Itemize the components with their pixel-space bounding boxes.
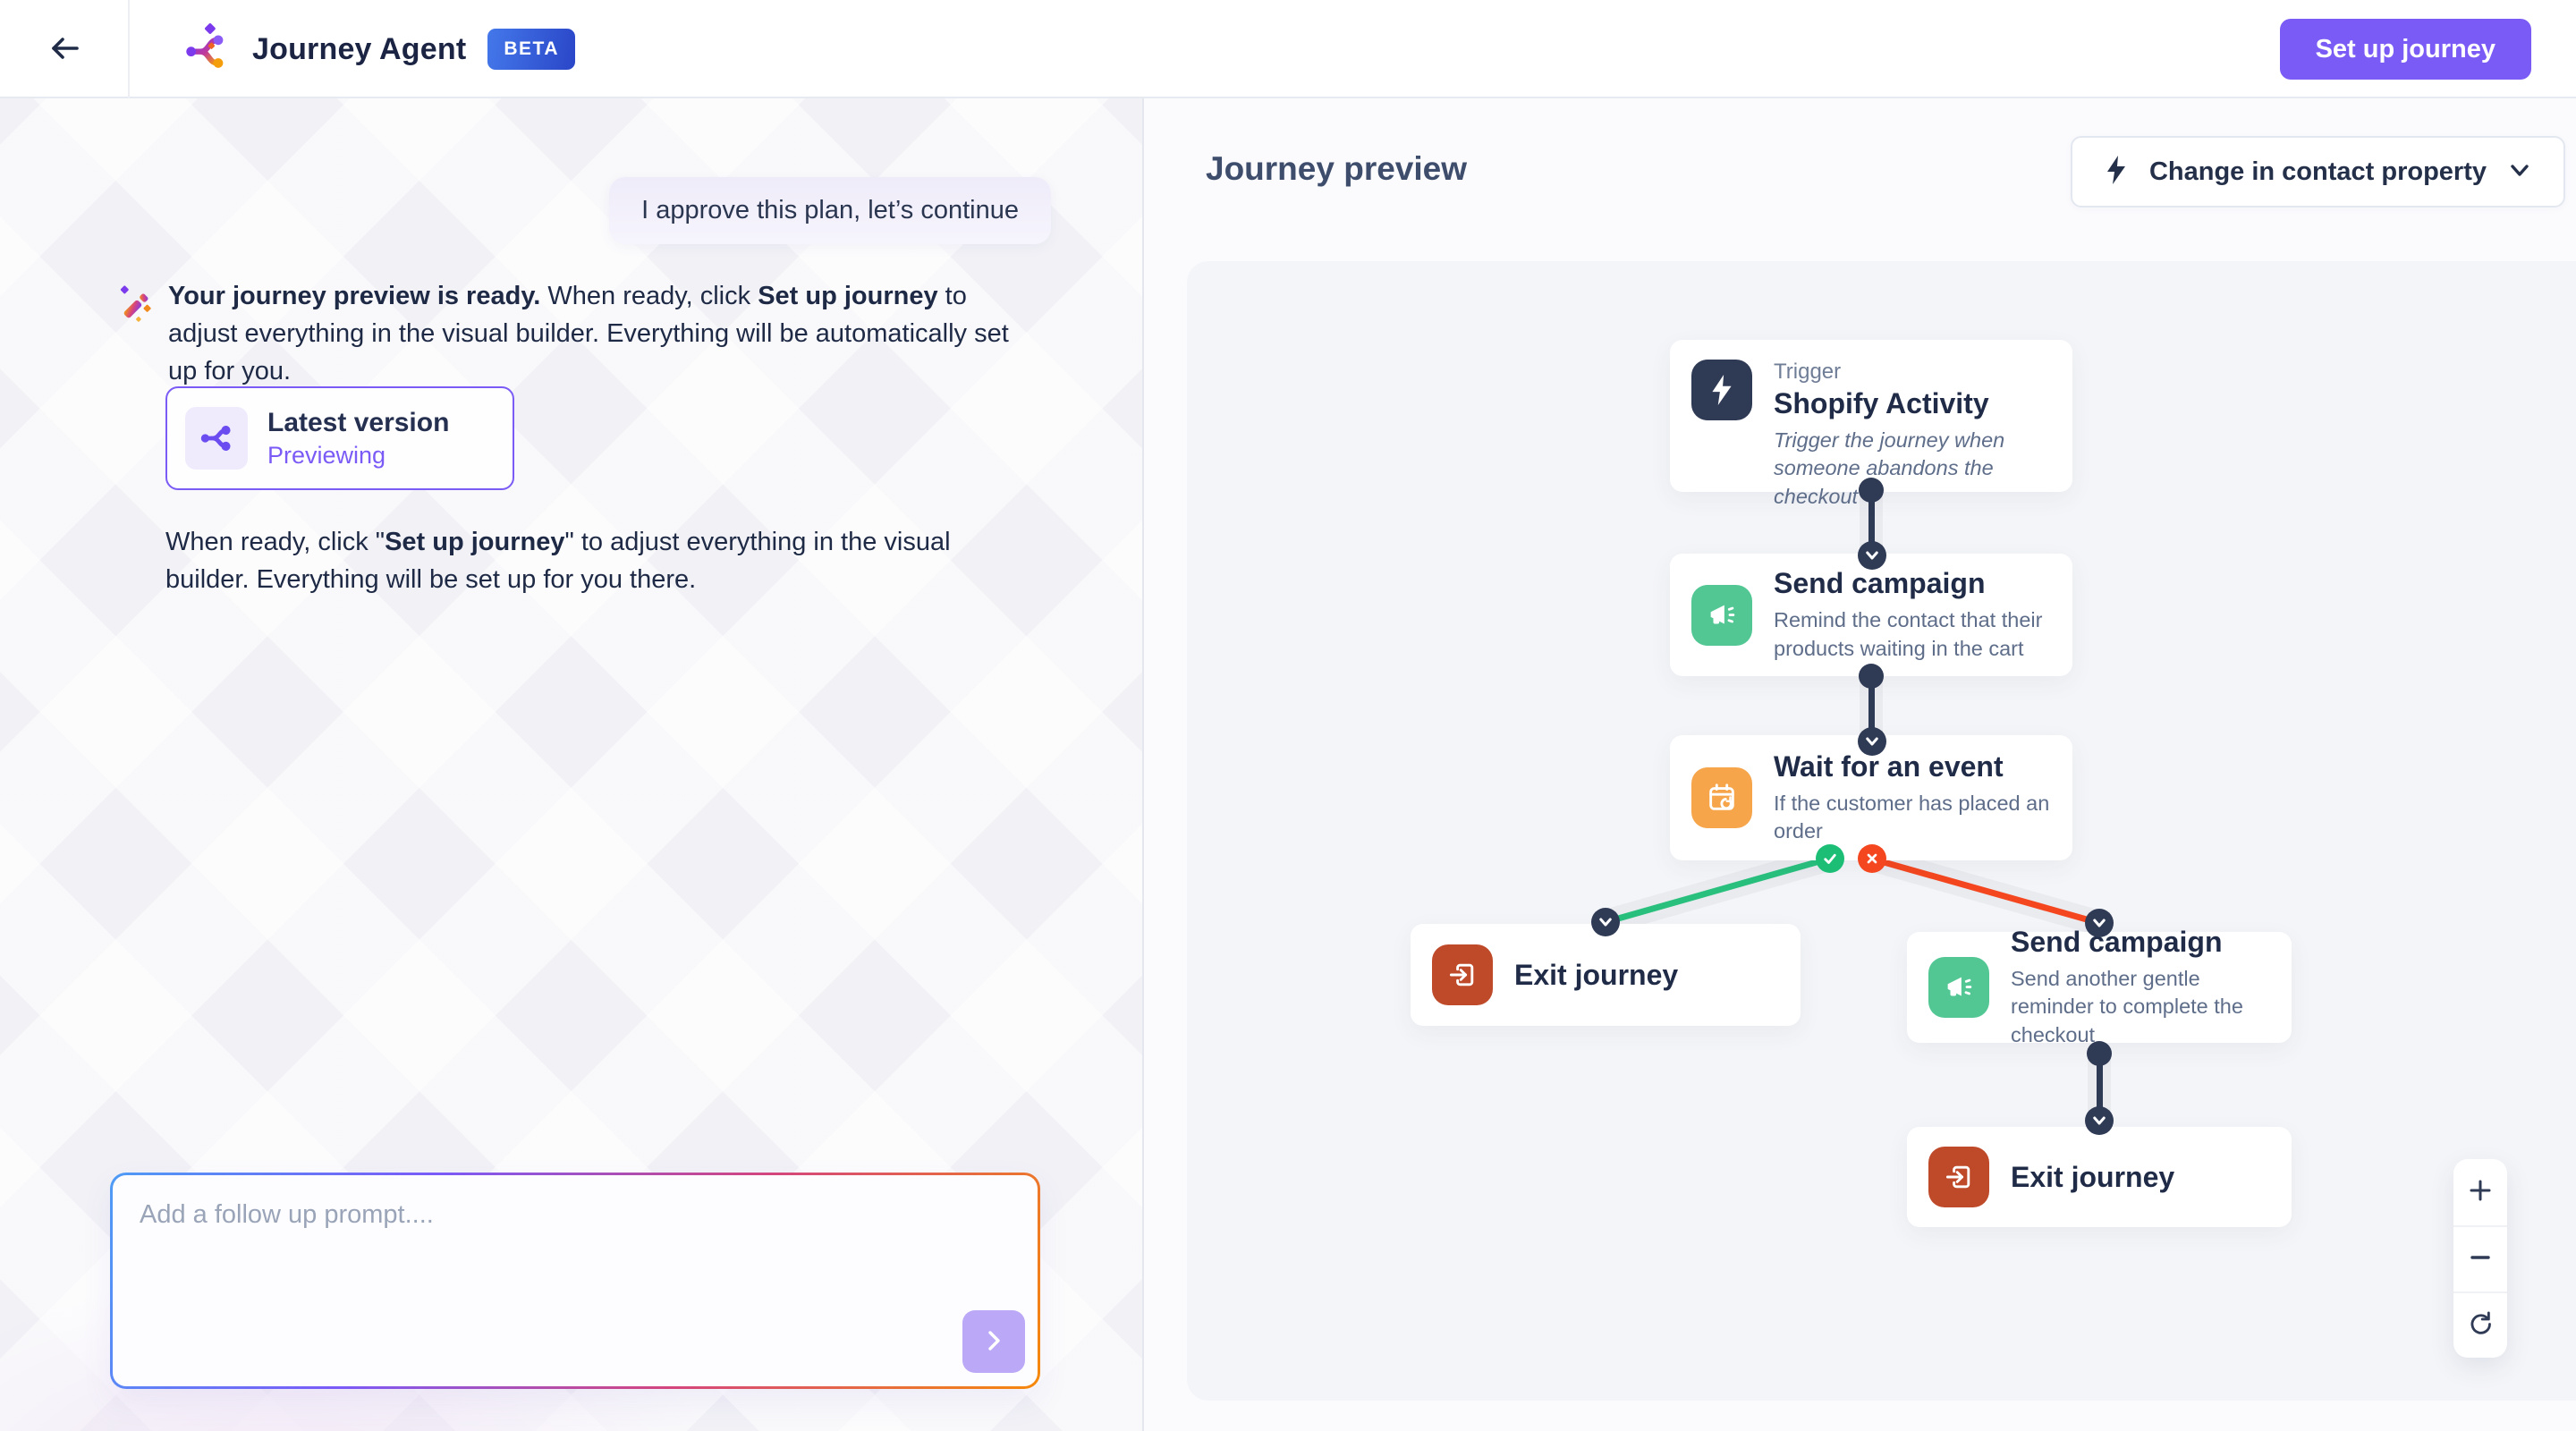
version-title: Latest version (267, 407, 450, 437)
minus-icon (2467, 1240, 2494, 1280)
calendar-clock-icon (1691, 767, 1752, 828)
branch-edges (1593, 846, 2112, 936)
followup-note: When ready, click "Set up journey" to ad… (165, 523, 1024, 598)
prompt-composer (110, 1173, 1040, 1389)
node-exit-journey-left[interactable]: Exit journey (1411, 924, 1801, 1026)
assistant-bold-1: Your journey preview is ready. (168, 282, 541, 310)
refresh-icon (2466, 1306, 2495, 1346)
journey-branch-icon (185, 407, 248, 470)
connector-dot (2087, 1041, 2112, 1066)
connector-line (1868, 676, 1875, 741)
chevron-down-icon (1858, 727, 1886, 756)
node-text: Send campaign Remind the contact that th… (1774, 567, 2051, 663)
assistant-message-text: Your journey preview is ready. When read… (168, 277, 1040, 390)
assistant-bold-2: Set up journey (758, 282, 938, 310)
prompt-inner (113, 1175, 1038, 1386)
x-mark-icon (1858, 844, 1886, 873)
exit-icon (1928, 1147, 1989, 1207)
note-text-1: When ready, click " (165, 528, 386, 556)
connector-dot (1859, 478, 1884, 503)
brand: Journey Agent BETA (181, 0, 575, 98)
app-title: Journey Agent (252, 31, 467, 66)
chevron-down-icon (1591, 908, 1620, 936)
journey-canvas[interactable]: Trigger Shopify Activity Trigger the jou… (1187, 261, 2576, 1401)
reset-view-button[interactable] (2453, 1291, 2507, 1358)
node-trigger[interactable]: Trigger Shopify Activity Trigger the jou… (1670, 340, 2072, 508)
magic-wand-icon (114, 283, 157, 330)
zoom-out-button[interactable] (2453, 1225, 2507, 1291)
node-text: Exit journey (2011, 1161, 2174, 1194)
node-text: Trigger Shopify Activity Trigger the jou… (1774, 360, 2051, 508)
trigger-filter-dropdown[interactable]: Change in contact property (2070, 136, 2565, 207)
version-status: Previewing (267, 441, 386, 469)
chevron-down-icon (2085, 1106, 2114, 1135)
node-title: Exit journey (2011, 1160, 2175, 1193)
megaphone-icon (1691, 584, 1752, 646)
header: Journey Agent BETA Set up journey (0, 0, 2576, 98)
node-title: Send campaign (2011, 926, 2223, 959)
followup-prompt-input[interactable] (113, 1175, 1038, 1386)
node-title: Wait for an event (1774, 749, 2004, 783)
node-description: Trigger the journey when someone abandon… (1774, 428, 2005, 508)
filter-label: Change in contact property (2148, 157, 2487, 186)
connector-line (1868, 490, 1875, 555)
back-button[interactable] (36, 21, 93, 78)
assistant-text-2: to adjust everything in the visual build… (168, 282, 1009, 386)
note-text-2: " to adjust everything in the visual bui… (165, 528, 951, 595)
chevron-down-icon (2506, 157, 2533, 188)
node-exit-journey-bottom[interactable]: Exit journey (1907, 1127, 2292, 1227)
plus-icon (2467, 1173, 2494, 1213)
node-kicker: Trigger (1774, 360, 1842, 384)
node-title: Exit journey (1514, 958, 1679, 991)
exit-icon (1432, 944, 1493, 1005)
chevron-right-icon (979, 1326, 1008, 1358)
node-send-campaign-2[interactable]: Send campaign Send another gentle remind… (1907, 926, 2292, 1046)
node-text: Wait for an event If the customer has pl… (1774, 750, 2051, 846)
lightning-bolt-icon (2103, 155, 2130, 190)
check-icon (1816, 844, 1844, 873)
megaphone-icon (1928, 957, 1989, 1018)
node-text: Send campaign Send another gentle remind… (2011, 926, 2270, 1049)
panel-divider (1142, 98, 1144, 1431)
node-title: Send campaign (1774, 567, 1986, 600)
node-text: Exit journey (1514, 959, 1678, 992)
arrow-left-icon (47, 30, 82, 69)
send-prompt-button[interactable] (962, 1310, 1025, 1373)
node-description: Send another gentle reminder to complete… (2011, 967, 2243, 1046)
set-up-journey-button[interactable]: Set up journey (2279, 19, 2531, 80)
latest-version-card[interactable]: Latest version Previewing (165, 386, 514, 490)
lightning-bolt-icon (1691, 360, 1752, 420)
connector-dot (1859, 664, 1884, 689)
zoom-in-button[interactable] (2453, 1159, 2507, 1225)
chat-panel: I approve this plan, let’s continue Your (0, 98, 1142, 1431)
journey-preview-panel: Journey preview Change in contact proper… (1144, 98, 2576, 1431)
assistant-message: Your journey preview is ready. When read… (114, 277, 1040, 390)
assistant-text-1: When ready, click (540, 282, 758, 310)
chevron-down-icon (1858, 541, 1886, 570)
node-description: Remind the contact that their products w… (1774, 608, 2043, 660)
node-send-campaign-1[interactable]: Send campaign Remind the contact that th… (1670, 554, 2072, 676)
zoom-controls (2453, 1159, 2507, 1358)
node-description: If the customer has placed an order (1774, 791, 2050, 843)
note-bold-1: Set up journey (385, 528, 565, 556)
preview-title: Journey preview (1206, 150, 1468, 187)
header-divider (128, 0, 130, 98)
node-wait-event[interactable]: Wait for an event If the customer has pl… (1670, 735, 2072, 860)
version-meta: Latest version Previewing (267, 408, 449, 470)
node-title: Shopify Activity (1774, 387, 1989, 419)
journey-agent-logo-icon (181, 22, 231, 77)
connector-line (2097, 1054, 2103, 1120)
chevron-down-icon (2085, 909, 2114, 937)
beta-badge: BETA (487, 29, 575, 70)
user-message-bubble: I approve this plan, let’s continue (609, 177, 1051, 244)
